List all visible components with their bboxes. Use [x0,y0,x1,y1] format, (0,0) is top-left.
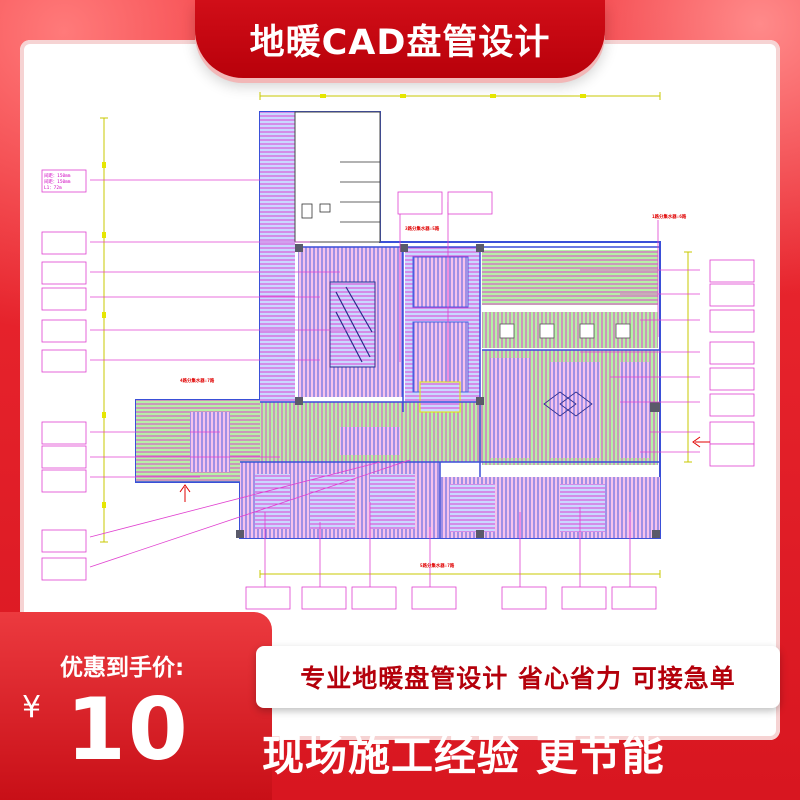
leader-lines [89,179,700,587]
page-title: 地暖CAD盘管设计 [249,22,551,63]
cad-floor-heating-plan: 间距：150mm 间距：150mm L1：72m 4路分集水器:7路 3路分集水… [41,92,755,610]
title-banner: 地暖CAD盘管设计 [195,0,605,78]
price-panel [0,612,272,800]
currency-symbol: ¥ [22,690,42,725]
slogan-text: 现场施工经验 更节能 [262,731,665,780]
feature-banner: 专业地暖盘管设计 省心省力 可接急单 [256,646,780,708]
corridor-heating-zone [260,112,295,402]
loop-note-line-2: 间距：150mm [44,178,71,185]
loop-annotation-sample: 间距：150mm 间距：150mm L1：72m [44,172,71,191]
manifold-label-4: 5路分集水器:7路 [420,562,455,569]
manifold-label-3: 1路分集水器:6路 [652,213,687,220]
heating-loops [136,247,660,538]
loop-note-line-1: 间距：150mm [44,172,71,179]
loop-annotations [41,169,755,610]
loop-note-line-3: L1：72m [44,185,62,191]
price-label: 优惠到手价: [60,655,185,681]
manifold-label-2: 3路分集水器:5路 [405,225,440,232]
bathroom-zone [294,111,381,243]
price-value: 10 [66,680,190,780]
manifold-label-1: 4路分集水器:7路 [180,377,215,384]
feature-text: 专业地暖盘管设计 省心省力 可接急单 [300,664,736,693]
